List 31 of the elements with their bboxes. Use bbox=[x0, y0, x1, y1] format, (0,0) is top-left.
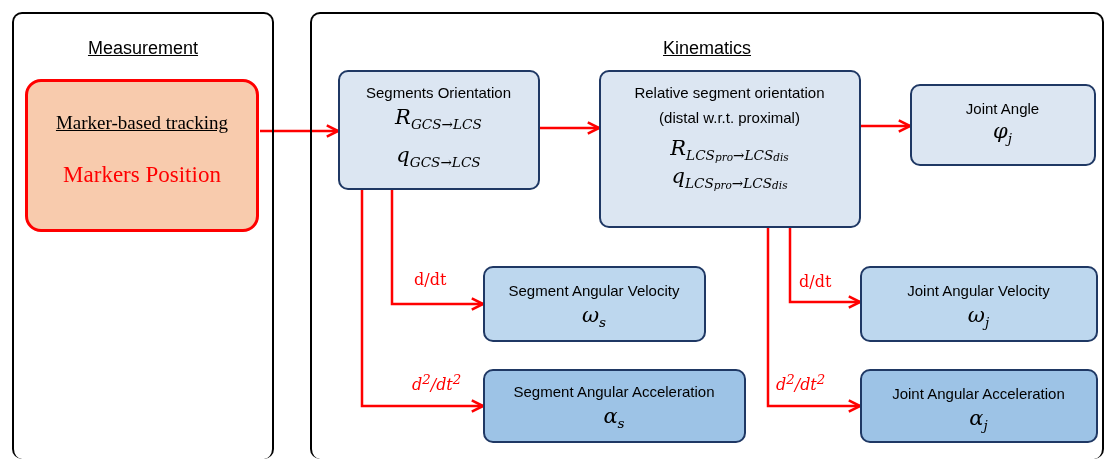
math-formula: α$_{j}$ bbox=[969, 405, 988, 434]
process-box bbox=[909, 83, 1096, 166]
math-formula: ω$_{j}$ bbox=[967, 302, 990, 331]
box-text: Markers Position bbox=[63, 161, 221, 189]
process-box bbox=[859, 265, 1098, 342]
edge-label: d/dt bbox=[797, 273, 834, 291]
box-heading: Segment Angular Acceleration bbox=[513, 382, 715, 400]
box-heading: Segments Orientation bbox=[365, 83, 512, 101]
edge-label: d$^{2}$/dt$^{2}$ bbox=[774, 373, 828, 394]
panel-title: Measurement bbox=[87, 38, 199, 59]
process-box bbox=[482, 368, 746, 443]
process-box bbox=[25, 79, 259, 232]
math-formula: φ$_{j}$ bbox=[993, 118, 1012, 147]
box-heading: Marker-based tracking bbox=[55, 112, 229, 134]
math-formula: q$_{GCS→LCS}$ bbox=[396, 142, 481, 171]
box-heading: Joint Angular Acceleration bbox=[892, 384, 1065, 402]
process-box bbox=[859, 368, 1098, 443]
panel-title: Kinematics bbox=[663, 38, 751, 59]
edge-label: d/dt bbox=[412, 271, 449, 289]
box-heading: Segment Angular Velocity bbox=[508, 281, 680, 299]
math-formula: α$_{s}$ bbox=[603, 403, 625, 432]
process-box bbox=[337, 69, 540, 190]
process-box bbox=[482, 265, 706, 342]
math-formula: ω$_{s}$ bbox=[581, 302, 607, 331]
math-formula: R$_{GCS→LCS}$ bbox=[395, 104, 482, 133]
box-heading: (distal w.r.t. proximal) bbox=[659, 108, 800, 126]
box-heading: Joint Angular Velocity bbox=[907, 281, 1050, 299]
edge-label: d$^{2}$/dt$^{2}$ bbox=[410, 373, 464, 394]
process-box bbox=[598, 69, 861, 228]
box-heading: Relative segment orientation bbox=[634, 83, 825, 101]
box-heading: Joint Angle bbox=[965, 99, 1040, 117]
